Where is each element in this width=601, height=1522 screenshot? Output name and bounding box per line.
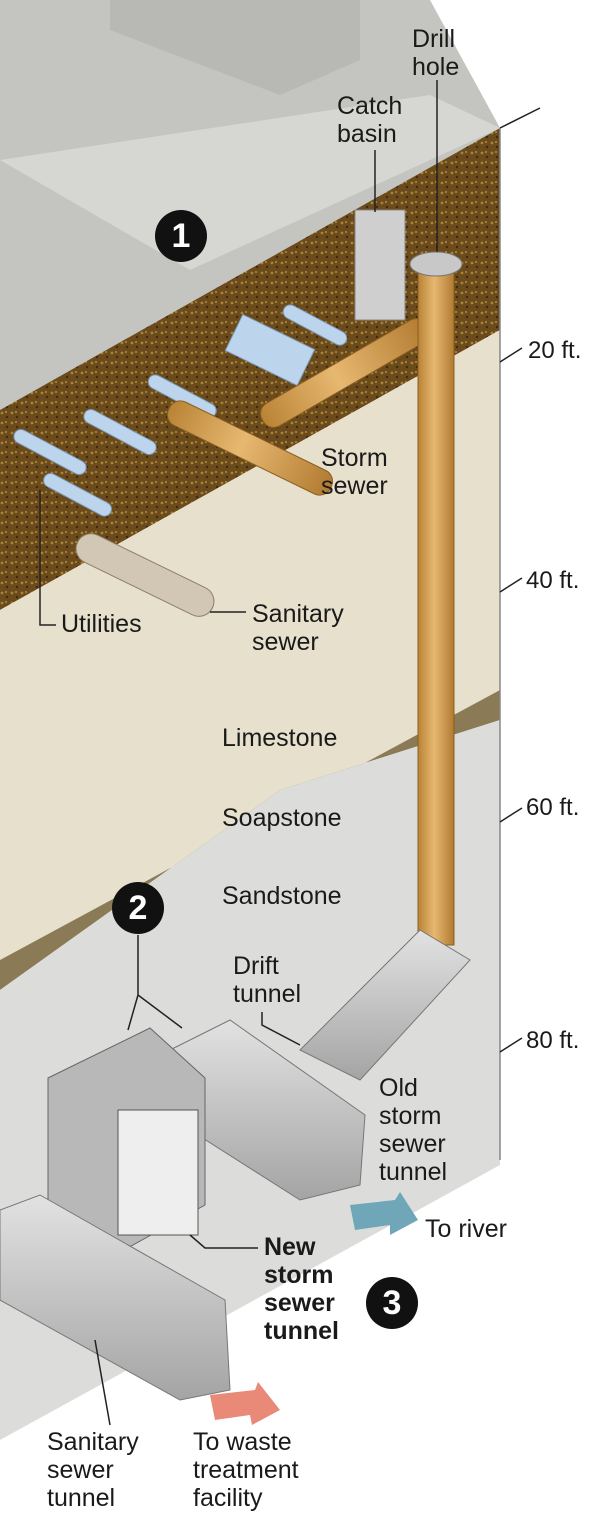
badge-2: 2 [112, 882, 164, 934]
badge-3: 3 [366, 1277, 418, 1329]
to-waste-arrow [210, 1382, 280, 1425]
sanitary-sewer-tunnel [0, 1194, 231, 1401]
depth-ruler-top [499, 107, 541, 129]
depth-label-60: 60 ft. [526, 794, 580, 821]
depth-label-40: 40 ft. [526, 567, 580, 594]
depth-tick-60 [499, 807, 523, 823]
badge-1: 1 [155, 210, 207, 262]
to-river-arrow [350, 1192, 418, 1235]
depth-tick-40 [499, 577, 523, 593]
drift-tunnel [299, 929, 471, 1081]
label-drift-tunnel: Drift tunnel [233, 952, 302, 1008]
sanitary-tunnel-leader [94, 1339, 111, 1426]
label-new-storm-sewer-tunnel: New storm sewer tunnel [264, 1233, 339, 1345]
badge-2-leaders [127, 935, 183, 1031]
utilities-leader [39, 490, 56, 626]
depth-label-20: 20 ft. [528, 337, 582, 364]
label-catch-basin: Catch basin [337, 92, 403, 148]
drill-hole-shaft [417, 264, 455, 946]
label-storm-sewer: Storm sewer [321, 444, 388, 500]
new-storm-sewer-opening [117, 1109, 199, 1236]
label-drill-hole: Drill hole [412, 25, 460, 81]
sanitary-sewer-pipe [75, 533, 215, 617]
drift-tunnel-leader [261, 1012, 301, 1046]
building [110, 0, 360, 95]
label-soapstone: Soapstone [222, 804, 342, 832]
sidewalk [0, 95, 500, 270]
label-old-storm-sewer-tunnel: Old storm sewer tunnel [379, 1074, 448, 1186]
label-to-waste-treatment: To waste treatment facility [193, 1428, 299, 1512]
new-tunnel-leader [189, 1234, 258, 1249]
depth-tick-20 [499, 347, 523, 363]
label-utilities: Utilities [61, 610, 142, 638]
drill-hole-cap [409, 251, 463, 277]
limestone-layer [0, 330, 500, 960]
depth-tick-80 [499, 1037, 523, 1053]
depth-label-80: 80 ft. [526, 1027, 580, 1054]
label-sandstone: Sandstone [222, 882, 342, 910]
catch-basin [354, 209, 406, 321]
utility-pipes [13, 304, 348, 517]
storm-sewer-pipe [166, 318, 430, 496]
label-sanitary-sewer-tunnel: Sanitary sewer tunnel [47, 1428, 139, 1512]
label-to-river: To river [425, 1215, 507, 1243]
label-sanitary-sewer: Sanitary sewer [252, 600, 344, 656]
label-limestone: Limestone [222, 724, 338, 752]
